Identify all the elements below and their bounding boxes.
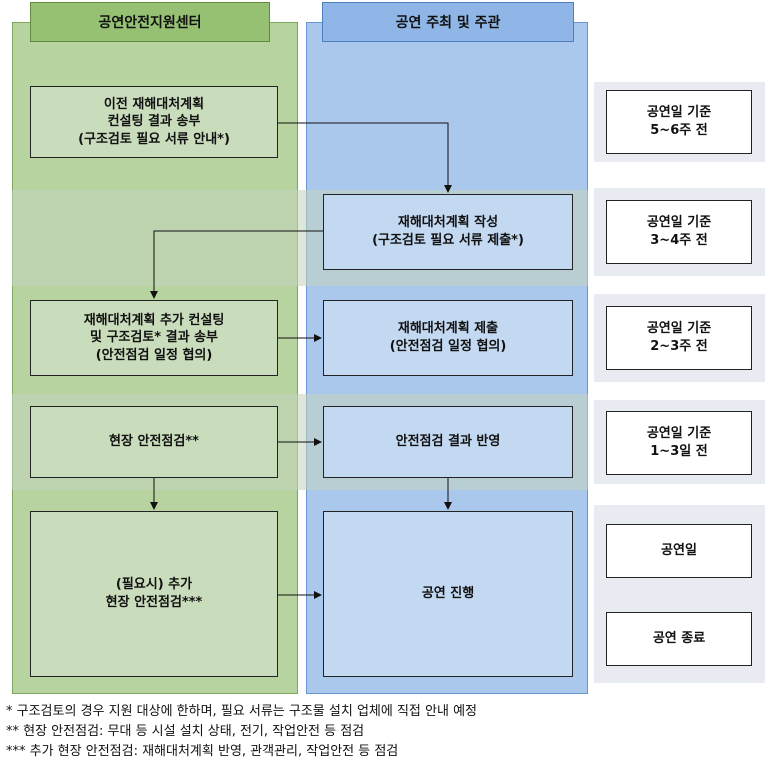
timeline-label: 공연일 기준 1~3일 전 (606, 411, 752, 475)
plan-submit-box: 재해대처계획 제출 (안전점검 일정 협의) (323, 300, 573, 376)
additional-consulting-box: 재해대처계획 추가 컨설팅 및 구조검토* 결과 송부 (안전점검 일정 협의) (30, 300, 278, 376)
consulting-result-box: 이전 재해대처계획 컨설팅 결과 송부 (구조검토 필요 서류 안내*) (30, 86, 278, 158)
timeline-label: 공연일 (606, 524, 752, 578)
performance-box: 공연 진행 (323, 511, 573, 677)
plan-write-box: 재해대처계획 작성 (구조검토 필요 서류 제출*) (323, 194, 573, 270)
right-header: 공연 주최 및 주관 (322, 2, 574, 42)
arrow-plan-to-additional (150, 230, 323, 299)
arrow-consulting-to-plan (278, 122, 452, 193)
additional-inspection-box: (필요시) 추가 현장 안전점검*** (30, 511, 278, 677)
apply-result-box: 안전점검 결과 반영 (323, 406, 573, 478)
site-inspection-box: 현장 안전점검** (30, 406, 278, 478)
left-header: 공연안전지원센터 (30, 2, 270, 42)
timeline-label: 공연 종료 (606, 612, 752, 666)
footnote-2: ** 현장 안전점검: 무대 등 시설 설치 상태, 전기, 작업안전 등 점검 (6, 724, 365, 739)
footnote-1: * 구조검토의 경우 지원 대상에 한하며, 필요 서류는 구조물 설치 업체에… (6, 704, 477, 719)
footnote-3: *** 추가 현장 안전점검: 재해대처계획 반영, 관객관리, 작업안전 등 … (6, 744, 399, 759)
timeline-label: 공연일 기준 2~3주 전 (606, 306, 752, 370)
timeline-label: 공연일 기준 5~6주 전 (606, 90, 752, 154)
timeline-label: 공연일 기준 3~4주 전 (606, 200, 752, 264)
